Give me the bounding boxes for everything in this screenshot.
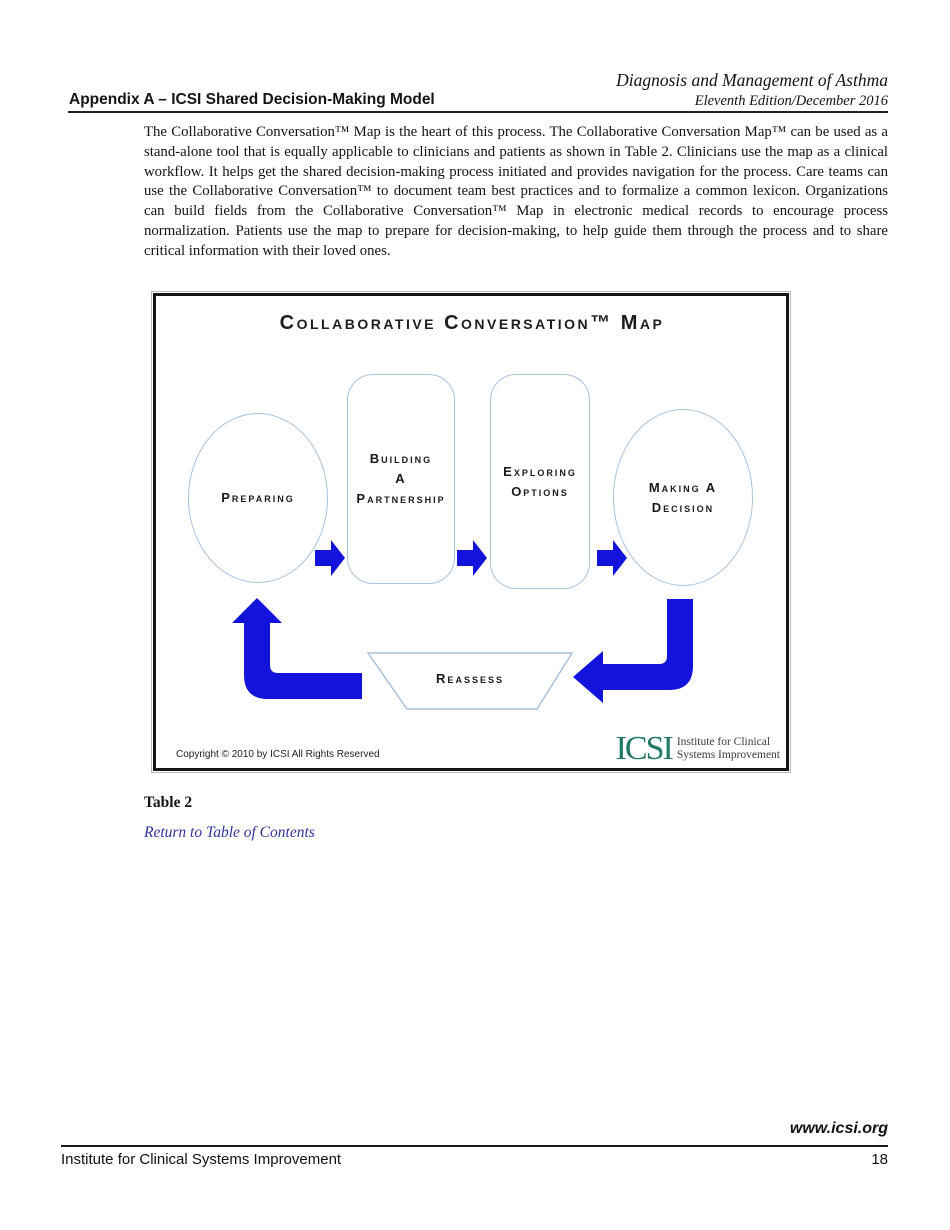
footer-divider xyxy=(61,1145,888,1147)
logo-name-line: Systems Improvement xyxy=(676,749,780,761)
edition-line: Eleventh Edition/December 2016 xyxy=(694,93,888,109)
label-line: A xyxy=(395,471,407,486)
document-title: Diagnosis and Management of Asthma xyxy=(616,70,888,90)
icsi-logo: ICSI Institute for Clinical Systems Impr… xyxy=(616,732,780,766)
node-preparing-label: Preparing xyxy=(221,490,295,505)
table-caption: Table 2 xyxy=(144,794,193,811)
node-preparing: Preparing xyxy=(188,413,328,583)
node-exploring-label: Exploring Options xyxy=(503,462,577,502)
loop-up-arrow-icon xyxy=(232,598,362,699)
website-url: www.icsi.org xyxy=(789,1120,888,1137)
return-to-toc-link[interactable]: Return to Table of Contents xyxy=(144,824,315,841)
node-exploring-options: Exploring Options xyxy=(490,374,590,589)
right-arrow-icon xyxy=(597,540,627,576)
label-line: Exploring xyxy=(503,463,577,479)
node-reassess: Reassess xyxy=(368,653,572,705)
label-line: Making A xyxy=(648,479,718,495)
node-making-a-decision: Making A Decision xyxy=(613,409,753,586)
icsi-logo-acronym: ICSI xyxy=(615,730,674,767)
label-line: Building xyxy=(369,451,433,466)
label-line: Partnership xyxy=(356,491,446,506)
icsi-logo-name: Institute for Clinical Systems Improveme… xyxy=(677,736,780,763)
figure-copyright: Copyright © 2010 by ICSI All Rights Rese… xyxy=(176,749,380,760)
appendix-title: Appendix A – ICSI Shared Decision-Making… xyxy=(69,91,435,108)
right-arrow-icon xyxy=(457,540,487,576)
logo-name-line: Institute for Clinical xyxy=(676,735,771,748)
collaborative-conversation-map-figure: Collaborative Conversation™ Map Preparin… xyxy=(151,291,791,773)
body-paragraph: The Collaborative Conversation™ Map is t… xyxy=(144,124,888,259)
figure-frame: Collaborative Conversation™ Map Preparin… xyxy=(153,293,789,771)
node-making-label: Making A Decision xyxy=(649,478,717,518)
label-line: Options xyxy=(511,483,569,499)
node-building-a-partnership: Building A Partnership xyxy=(347,374,455,584)
right-arrow-icon xyxy=(315,540,345,576)
node-building-label: Building A Partnership xyxy=(356,449,445,509)
label-line: Decision xyxy=(651,499,715,515)
footer-organization: Institute for Clinical Systems Improveme… xyxy=(61,1151,342,1168)
loop-left-arrow-icon xyxy=(573,599,693,703)
figure-title: Collaborative Conversation™ Map xyxy=(279,312,665,334)
page-number: 18 xyxy=(871,1151,888,1168)
node-reassess-label: Reassess xyxy=(436,671,504,686)
header-divider xyxy=(68,111,888,113)
